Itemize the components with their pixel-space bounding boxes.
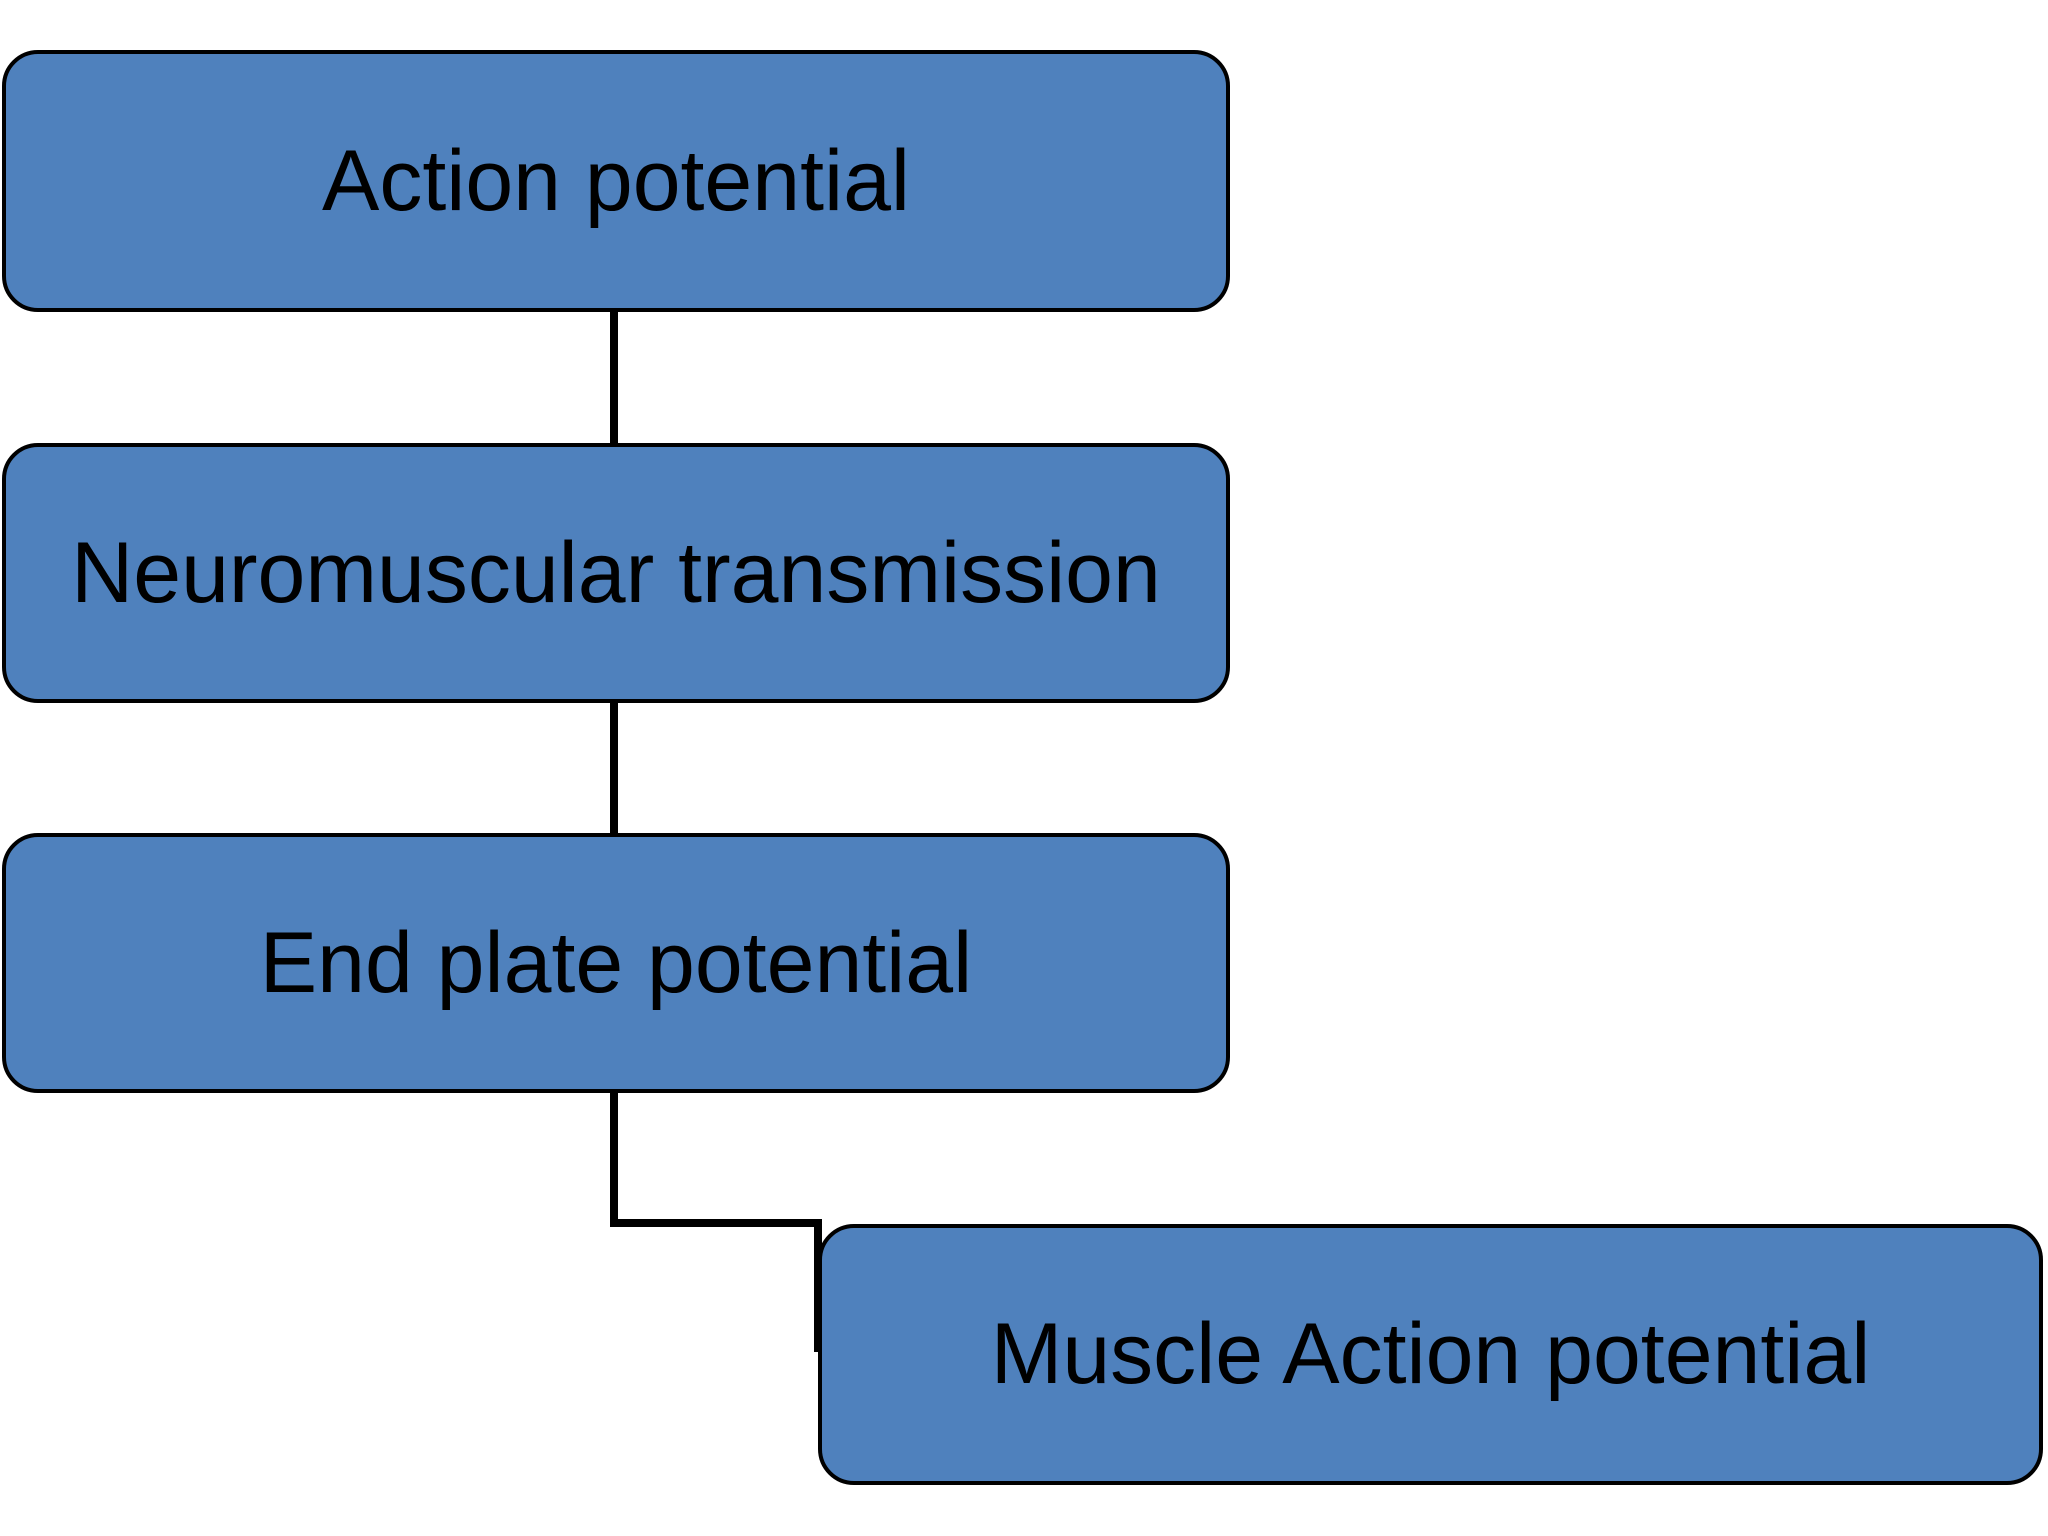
flow-node-action-potential: Action potential	[2, 50, 1230, 312]
flow-node-label: Neuromuscular transmission	[71, 524, 1161, 621]
connector-endplate-to-muscle-elbow	[610, 1089, 822, 1352]
flow-node-label: Muscle Action potential	[990, 1306, 1871, 1403]
flow-node-muscle-action-potential: Muscle Action potential	[818, 1224, 2043, 1485]
flow-node-label: End plate potential	[259, 914, 973, 1011]
flow-node-end-plate-potential: End plate potential	[2, 833, 1230, 1093]
flow-node-neuromuscular-transmission: Neuromuscular transmission	[2, 443, 1230, 703]
flow-node-label: Action potential	[321, 132, 911, 229]
